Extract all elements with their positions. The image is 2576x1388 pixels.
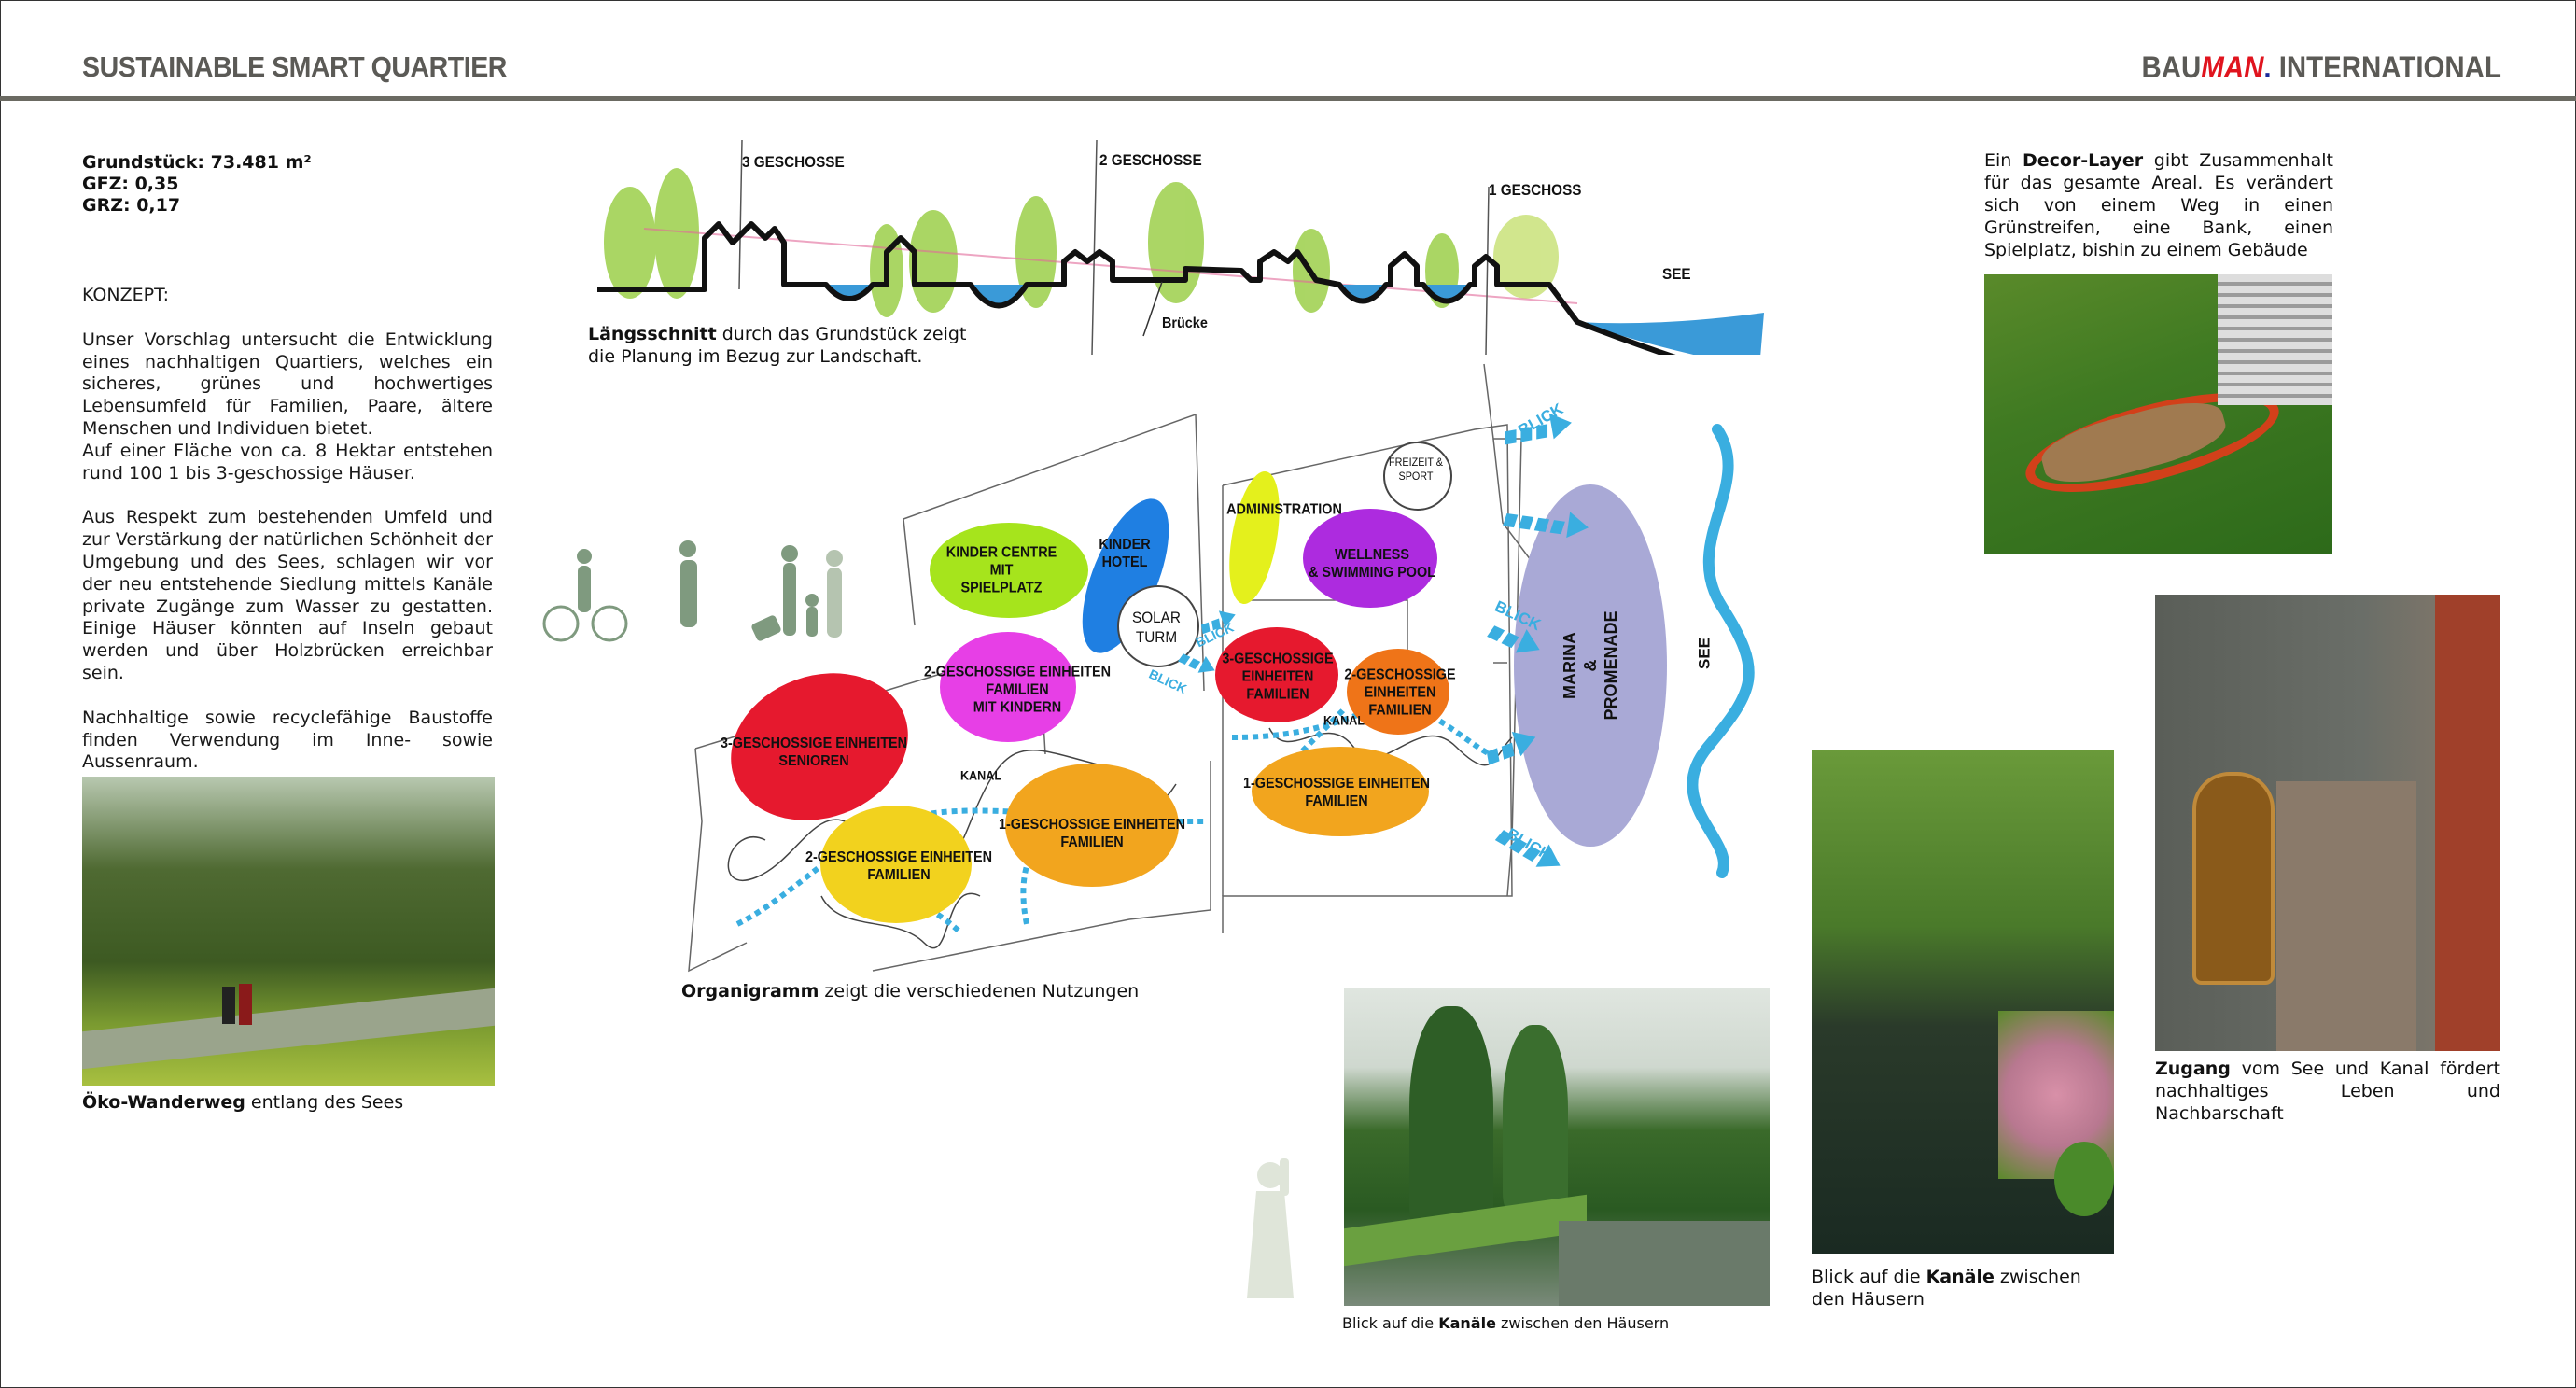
section-ground: [597, 221, 1676, 355]
label-see-section: SEE: [1662, 265, 1691, 283]
captions-kanal2-pre: Blick auf die: [1812, 1267, 1926, 1287]
konzept-p2: Aus Respekt zum bestehenden Umfeld und z…: [82, 507, 493, 683]
captions-decor-rest: gibt Zusammenhalt für das gesamte Areal.…: [1984, 150, 2333, 260]
caption-kanal-1: Blick auf die Kanäle zwischen den Häuser…: [1342, 1312, 1669, 1335]
caption-oeko-rest: entlang des Sees: [245, 1092, 404, 1113]
photo-zugang-boot: [2155, 595, 2500, 1051]
caption-decor-bold: Decor-Layer: [2022, 150, 2144, 171]
konzept-text: KONZEPT: Unser Vorschlag untersucht die …: [82, 285, 493, 796]
caption-decor: Ein Decor-Layer gibt Zusammenhalt für da…: [1984, 149, 2333, 261]
caption-zugang: Zugang vom See und Kanal fördert nachhal…: [2155, 1058, 2500, 1125]
konzept-p1b: Auf einer Fläche von ca. 8 Hektar entste…: [82, 440, 493, 484]
caption-kanal-2: Blick auf die Kanäle zwischen den Häuser…: [1812, 1266, 2120, 1311]
photo-kanal-1: [1344, 988, 1770, 1306]
caption-organigramm-bold: Organigramm: [681, 981, 819, 1002]
page-title: SUSTAINABLE SMART QUARTIER: [82, 50, 507, 83]
photo-decor-layer: [1984, 274, 2332, 554]
section-trees: [604, 168, 1559, 317]
site-facts: Grundstück: 73.481 m² GFZ: 0,35 GRZ: 0,1…: [82, 152, 312, 217]
photo-kanal-2: [1812, 750, 2114, 1254]
fact-grundstueck: Grundstück: 73.481 m²: [82, 152, 312, 173]
caption-schnitt-rest: durch das Grundstück zeigt die Planung i…: [588, 324, 967, 367]
fact-gfz: GFZ: 0,35: [82, 174, 179, 194]
logo-bau: BAU: [2141, 50, 2202, 84]
captions-kanal2-rest: zwischen den Häusern: [1812, 1267, 2081, 1310]
logo-man: MAN: [2201, 50, 2264, 84]
label-2-geschosse: 2 GESCHOSSE: [1099, 151, 1202, 169]
konzept-p3: Nachhaltige sowie recyclefähige Baustoff…: [82, 707, 493, 773]
caption-kanal-2-bold: Kanäle: [1925, 1267, 1995, 1287]
label-3-geschosse: 3 GESCHOSSE: [742, 153, 845, 171]
caption-organigramm: Organigramm zeigt die verschiedenen Nutz…: [681, 980, 1139, 1002]
label-1-geschoss: 1 GESCHOSS: [1489, 181, 1582, 199]
caption-zugang-bold: Zugang: [2155, 1059, 2231, 1079]
caption-schnitt-bold: Längsschnitt: [588, 324, 717, 344]
company-logo: BAUMAN. INTERNATIONAL: [2142, 50, 2501, 85]
caption-oeko-bold: Öko-Wanderweg: [82, 1092, 245, 1113]
photo-oeko-wanderweg: [82, 777, 495, 1086]
laengsschnitt-drawing: [597, 140, 1764, 355]
caption-schnitt: Längsschnitt durch das Grundstück zeigt …: [588, 323, 989, 368]
konzept-heading: KONZEPT:: [82, 285, 169, 305]
caption-oeko: Öko-Wanderweg entlang des Sees: [82, 1091, 403, 1114]
label-bruecke: Brücke: [1162, 315, 1208, 331]
konzept-p1: Unser Vorschlag untersucht die Entwicklu…: [82, 329, 493, 439]
woman-silhouette: [1247, 1158, 1294, 1298]
logo-international: INTERNATIONAL: [2271, 50, 2501, 84]
captions-decor-pre: Ein: [1984, 150, 2023, 171]
bicycle-icon: [542, 605, 580, 642]
header-rule: [0, 96, 2576, 101]
people-silhouettes: [542, 540, 843, 642]
captions-kanal1-rest: zwischen den Häusern: [1495, 1314, 1670, 1332]
caption-kanal-1-bold: Kanäle: [1438, 1314, 1496, 1332]
logo-dot: .: [2263, 50, 2272, 84]
captions-zugang-rest: vom See und Kanal fördert nachhaltiges L…: [2155, 1059, 2500, 1124]
caption-organigramm-rest: zeigt die verschiedenen Nutzungen: [819, 981, 1140, 1002]
captions-kanal1-pre: Blick auf die: [1342, 1314, 1439, 1332]
fact-grz: GRZ: 0,17: [82, 195, 181, 216]
